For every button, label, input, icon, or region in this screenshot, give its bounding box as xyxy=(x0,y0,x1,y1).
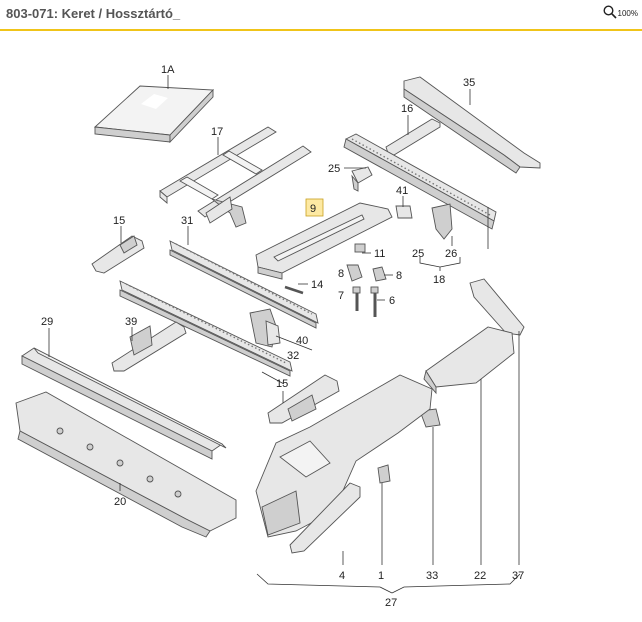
svg-text:16: 16 xyxy=(401,103,413,115)
callout-8-left[interactable]: 8 xyxy=(338,268,344,280)
part-25-clip xyxy=(351,166,373,192)
svg-text:35: 35 xyxy=(463,77,475,89)
svg-text:39: 39 xyxy=(125,316,137,328)
callout-33[interactable]: 33 xyxy=(426,570,438,582)
svg-text:8: 8 xyxy=(338,268,344,280)
zoom-control[interactable]: 100% xyxy=(603,5,638,19)
callout-22[interactable]: 22 xyxy=(474,570,486,582)
zoom-level: 100% xyxy=(617,9,638,18)
callout-18[interactable]: 18 xyxy=(433,274,445,286)
callout-26[interactable]: 26 xyxy=(445,248,457,260)
svg-text:25: 25 xyxy=(328,163,340,175)
part-1a-mat xyxy=(93,85,215,144)
svg-text:9: 9 xyxy=(310,203,316,215)
svg-text:31: 31 xyxy=(181,215,193,227)
svg-text:4: 4 xyxy=(339,570,345,582)
callout-15-top[interactable]: 15 xyxy=(113,215,125,227)
svg-text:14: 14 xyxy=(311,279,323,291)
part-15-lower-bracket xyxy=(267,374,340,424)
svg-text:22: 22 xyxy=(474,570,486,582)
callout-35[interactable]: 35 xyxy=(463,77,475,89)
callout-31[interactable]: 31 xyxy=(181,215,193,227)
svg-text:32: 32 xyxy=(287,350,299,362)
callout-7[interactable]: 7 xyxy=(338,290,344,302)
part-27-assembly xyxy=(255,374,433,554)
part-11-nut xyxy=(354,243,366,253)
part-8-clip-a xyxy=(346,264,363,282)
part-31-member xyxy=(169,240,319,329)
part-7-bolt xyxy=(352,286,361,311)
svg-text:37: 37 xyxy=(512,570,524,582)
svg-text:40: 40 xyxy=(296,335,308,347)
callout-41[interactable]: 41 xyxy=(396,185,408,197)
part-33-small xyxy=(419,408,441,428)
svg-text:29: 29 xyxy=(41,316,53,328)
callout-8-right[interactable]: 8 xyxy=(396,270,402,282)
callout-39[interactable]: 39 xyxy=(125,316,137,328)
part-32-rail xyxy=(119,280,293,377)
part-37-bracket xyxy=(469,278,525,336)
svg-text:33: 33 xyxy=(426,570,438,582)
page-title: 803-071: Keret / Hossztártó_ xyxy=(6,6,181,21)
callout-1a[interactable]: 1A xyxy=(161,64,175,76)
part-35-rear-member xyxy=(403,76,541,174)
part-39-bracket xyxy=(111,321,187,372)
svg-text:20: 20 xyxy=(114,496,126,508)
part-29-rail xyxy=(21,347,227,460)
callout-29[interactable]: 29 xyxy=(41,316,53,328)
part-8-clip-b xyxy=(372,266,387,282)
callout-37[interactable]: 37 xyxy=(512,570,524,582)
part-18-rail xyxy=(343,133,497,230)
part-17-cross-frame xyxy=(159,126,312,228)
svg-text:27: 27 xyxy=(385,597,397,609)
callout-11[interactable]: 11 xyxy=(374,248,385,260)
svg-text:1: 1 xyxy=(378,570,384,582)
svg-text:6: 6 xyxy=(389,295,395,307)
part-41-plate xyxy=(395,205,413,219)
callout-9-highlighted[interactable]: 9 xyxy=(305,198,324,217)
parts-diagram: 1A 17 15 31 29 39 20 35 16 25 41 9 11 8 … xyxy=(0,31,642,617)
svg-text:8: 8 xyxy=(396,270,402,282)
header-bar: 803-071: Keret / Hossztártó_ 100% xyxy=(0,0,642,31)
callout-4[interactable]: 4 xyxy=(339,570,345,582)
callout-25-bottom[interactable]: 25 xyxy=(412,248,424,260)
magnifier-icon xyxy=(603,5,617,19)
svg-text:17: 17 xyxy=(211,126,223,138)
part-1-small xyxy=(377,464,391,484)
callout-6[interactable]: 6 xyxy=(389,295,395,307)
callout-17[interactable]: 17 xyxy=(211,126,223,138)
svg-text:18: 18 xyxy=(433,274,445,286)
svg-text:15: 15 xyxy=(113,215,125,227)
part-14-bolt xyxy=(284,285,304,295)
callout-27[interactable]: 27 xyxy=(385,597,397,609)
callout-15-bottom[interactable]: 15 xyxy=(276,378,288,390)
svg-text:41: 41 xyxy=(396,185,408,197)
callout-32[interactable]: 32 xyxy=(287,350,299,362)
part-16-bracket xyxy=(385,118,441,156)
part-26-bracket xyxy=(431,203,453,240)
svg-text:1A: 1A xyxy=(161,64,175,76)
svg-text:15: 15 xyxy=(276,378,288,390)
svg-text:25: 25 xyxy=(412,248,424,260)
callout-14[interactable]: 14 xyxy=(311,279,323,291)
callout-16[interactable]: 16 xyxy=(401,103,413,115)
part-20-longitudinal xyxy=(15,391,237,538)
svg-text:26: 26 xyxy=(445,248,457,260)
leader-lines xyxy=(48,75,521,594)
callout-1[interactable]: 1 xyxy=(378,570,384,582)
part-6-bolt xyxy=(370,286,379,317)
part-22-rear-end xyxy=(423,326,515,395)
part-15-bracket xyxy=(91,235,145,274)
callout-40[interactable]: 40 xyxy=(296,335,308,347)
part-40-bracket xyxy=(249,308,281,348)
svg-text:11: 11 xyxy=(374,248,385,260)
svg-text:7: 7 xyxy=(338,290,344,302)
callout-20[interactable]: 20 xyxy=(114,496,126,508)
part-9-member xyxy=(255,202,393,280)
callout-25-top[interactable]: 25 xyxy=(328,163,340,175)
